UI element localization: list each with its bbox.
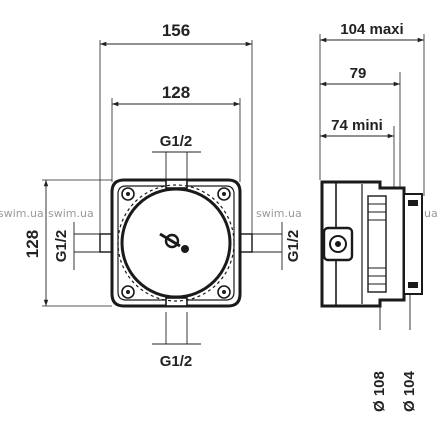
thread-label-top: G1/2 [160, 133, 193, 150]
dimension-depth-min: 74 mini [331, 117, 383, 134]
diameter-label-104: Ø 104 [401, 370, 418, 412]
thread-label-bottom: G1/2 [160, 353, 193, 370]
front-view: 156 128 G1/2 G1/2 128 G1/2 G1/2 [23, 21, 302, 370]
diameter-label-108: Ø 108 [371, 371, 388, 412]
dimension-width-inner: 128 [162, 83, 190, 102]
screw-boss [121, 285, 135, 299]
watermark-text: swim.ua [256, 207, 302, 220]
dimension-depth-max: 104 maxi [340, 21, 403, 38]
screw-boss [217, 187, 231, 201]
dimension-width-overall: 156 [162, 21, 190, 40]
dimension-height: 128 [23, 230, 42, 258]
watermark-text: swim.ua [48, 207, 94, 220]
left-pipe-stub [99, 233, 113, 253]
side-profile [320, 180, 423, 308]
screw-boss [217, 285, 231, 299]
thread-label-right: G1/2 [285, 230, 302, 263]
thread-label-left: G1/2 [53, 230, 70, 263]
screw-boss [121, 187, 135, 201]
valve-housing [110, 178, 242, 308]
watermark-text: swim.ua [0, 207, 44, 220]
right-pipe-stub [239, 233, 253, 253]
side-view: 104 maxi 79 74 mini [319, 21, 425, 412]
dimension-depth-mid: 79 [350, 65, 367, 82]
